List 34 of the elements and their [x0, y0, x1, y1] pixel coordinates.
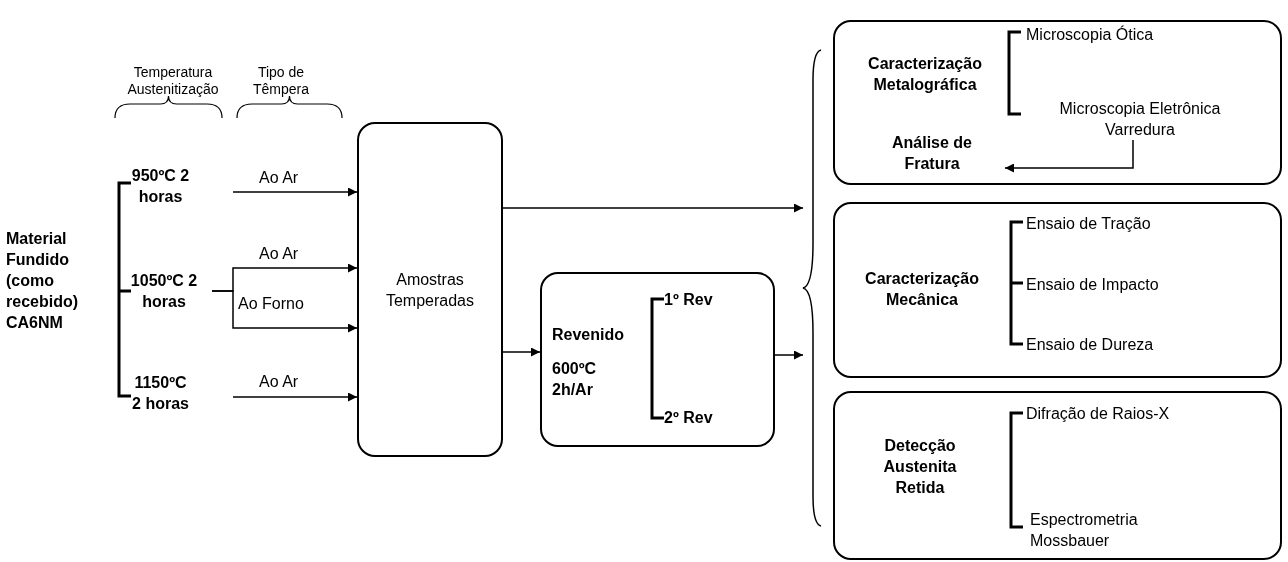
process-box: [833, 391, 1282, 560]
step-label: Espectrometria Mossbauer: [1030, 509, 1180, 553]
step-label: 2º Rev: [664, 407, 734, 429]
step-label: Material Fundido (como recebido) CA6NM: [6, 228, 112, 350]
arrow: [1004, 139, 1134, 173]
step-label: 1º Rev: [664, 289, 734, 311]
process-box: [833, 202, 1282, 378]
arrow: [502, 347, 541, 357]
step-label: 950ºC 2 horas: [128, 165, 233, 215]
step-label: Microscopia Ótica: [1026, 24, 1206, 46]
step-label: 1150ºC 2 horas: [128, 372, 233, 422]
step-label: Difração de Raios-X: [1026, 403, 1216, 425]
step-label: Ensaio de Impacto: [1026, 274, 1196, 296]
step-label: 1050ºC 2 horas: [128, 270, 212, 320]
arrow: [774, 350, 804, 360]
box-title: Caracterização Mecânica: [864, 269, 980, 310]
box-text: Amostras Temperadas: [384, 269, 475, 311]
process-box: [833, 20, 1282, 185]
step-label: Análise de Fratura: [857, 132, 1007, 176]
arrow: [232, 187, 358, 197]
box-title: Revenido: [552, 325, 625, 345]
arrow: [502, 203, 804, 213]
step-label: Microscopia Eletrônica Varredura: [1030, 98, 1250, 142]
arrow: [211, 290, 358, 333]
process-box: [357, 122, 503, 457]
step-label: Ensaio de Dureza: [1026, 334, 1196, 356]
column-heading: Tipo de Têmpera: [252, 64, 310, 98]
column-heading: Temperatura Austenitização: [126, 64, 220, 98]
box-title: Detecção Austenita Retida: [882, 436, 958, 498]
box-title: Caracterização Metalográfica: [867, 54, 983, 95]
step-label: Ensaio de Tração: [1026, 213, 1186, 235]
box-title: 600ºC 2h/Ar: [552, 359, 598, 400]
process-box: [540, 272, 775, 447]
arrow: [232, 392, 358, 402]
